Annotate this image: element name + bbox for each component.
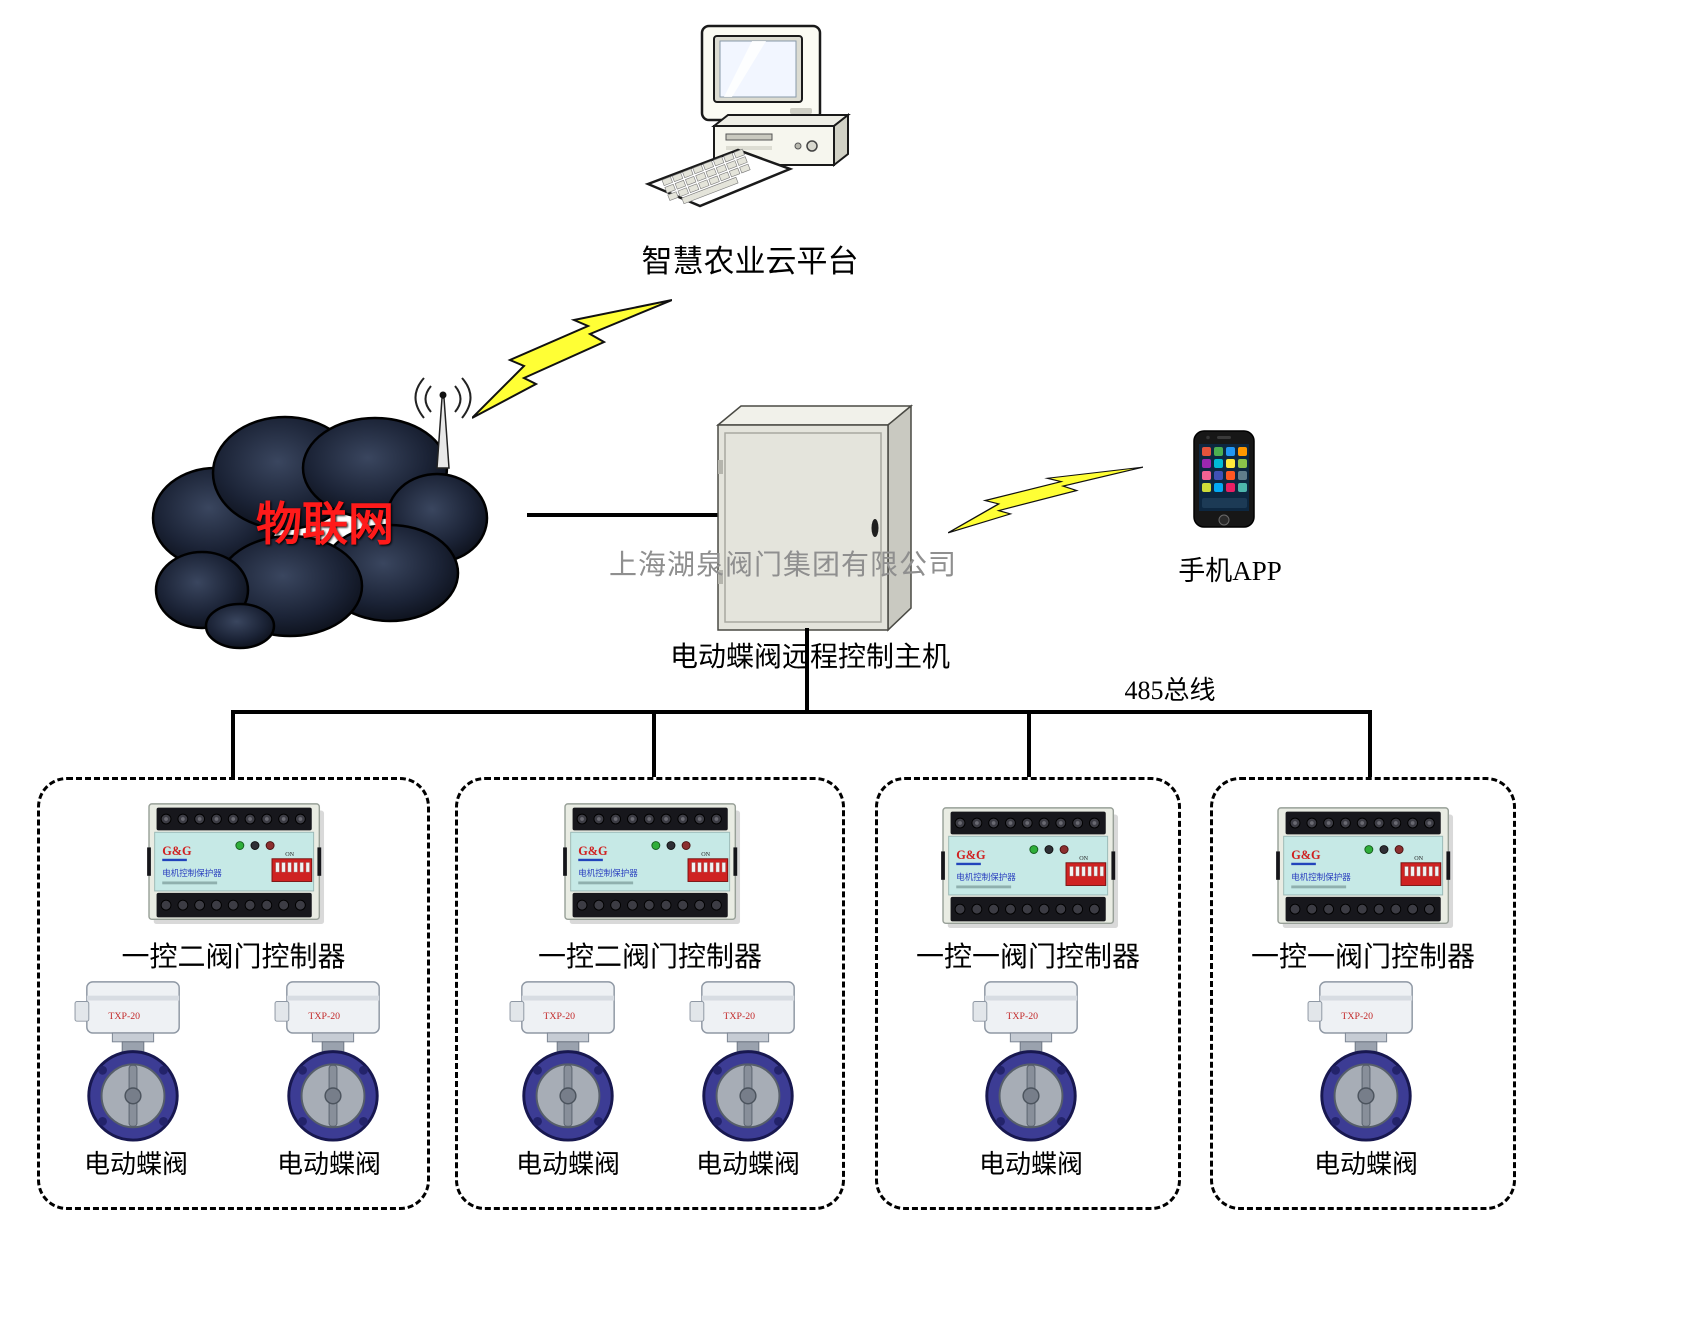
controller-label: 一控一阀门控制器 xyxy=(1250,942,1475,973)
valve-controller-icon xyxy=(147,802,327,925)
computer-icon xyxy=(640,22,870,222)
valve-label: 电动蝶阀 xyxy=(1313,1150,1418,1179)
bus-drop-line-3 xyxy=(1027,712,1031,778)
iot-label: 物联网 xyxy=(256,499,394,550)
bus-drop-line-4 xyxy=(1368,712,1372,778)
control-cabinet-icon xyxy=(705,400,915,635)
lightning-icon xyxy=(472,298,672,420)
valve-group-4: 一控一阀门控制器 电动蝶阀 xyxy=(1210,777,1516,1210)
butterfly-valve-icon xyxy=(684,976,812,1143)
butterfly-valve-icon xyxy=(1302,976,1430,1143)
bus-line xyxy=(231,710,1372,714)
valve-controller-icon xyxy=(563,802,743,925)
cloud-to-host-line xyxy=(527,513,718,517)
valve-controller-icon xyxy=(1276,806,1456,929)
cloud-platform-label: 智慧农业云平台 xyxy=(641,244,859,279)
controller-label: 一控一阀门控制器 xyxy=(915,942,1140,973)
bus-drop-line-1 xyxy=(231,712,235,778)
valve-label: 电动蝶阀 xyxy=(515,1150,620,1179)
bus-label: 485总线 xyxy=(1124,676,1216,705)
valve-group-3: 一控一阀门控制器 电动蝶阀 xyxy=(875,777,1181,1210)
bus-drop-line-2 xyxy=(652,712,656,778)
valve-group-2: 一控二阀门控制器 电动蝶阀 电动蝶阀 xyxy=(455,777,845,1210)
phone-icon xyxy=(1193,430,1255,528)
valve-group-1: 一控二阀门控制器 电动蝶阀 电动蝶阀 xyxy=(37,777,430,1210)
host-label: 电动蝶阀远程控制主机 xyxy=(669,642,950,673)
butterfly-valve-icon xyxy=(504,976,632,1143)
valve-label: 电动蝶阀 xyxy=(978,1150,1083,1179)
phone-label: 手机APP xyxy=(1178,556,1282,586)
valve-label: 电动蝶阀 xyxy=(695,1150,800,1179)
controller-label: 一控二阀门控制器 xyxy=(121,942,346,973)
butterfly-valve-icon xyxy=(269,976,397,1143)
host-drop-line xyxy=(805,628,809,714)
butterfly-valve-icon xyxy=(69,976,197,1143)
valve-label: 电动蝶阀 xyxy=(276,1150,381,1179)
controller-label: 一控二阀门控制器 xyxy=(537,942,762,973)
watermark-text: 上海湖泉阀门集团有限公司 xyxy=(608,550,957,581)
valve-label: 电动蝶阀 xyxy=(83,1150,188,1179)
butterfly-valve-icon xyxy=(967,976,1095,1143)
lightning-icon xyxy=(948,466,1143,534)
valve-controller-icon xyxy=(941,806,1121,929)
